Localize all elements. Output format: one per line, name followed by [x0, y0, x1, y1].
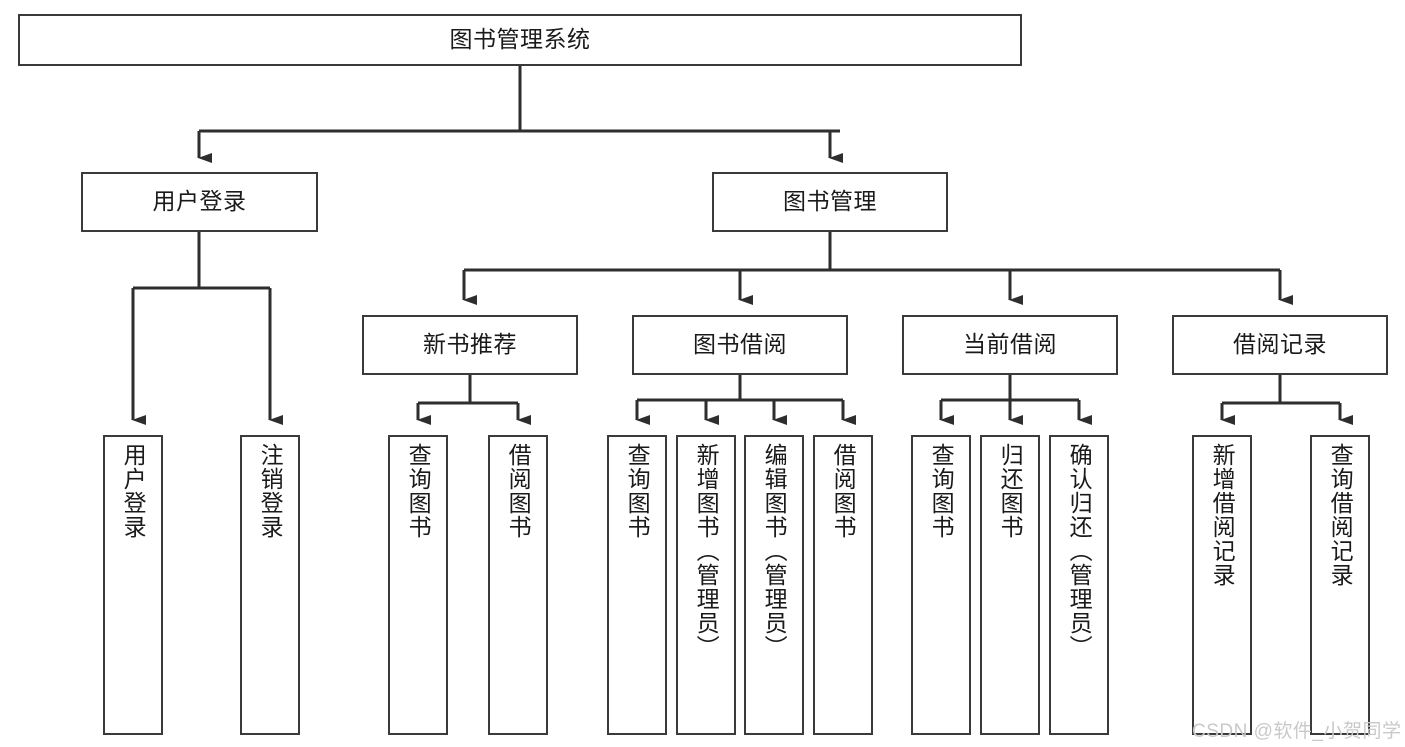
leaf-user-logout[interactable]: 注销登录	[240, 435, 300, 735]
node-borrow-record-label: 借阅记录	[1233, 331, 1327, 358]
leaf-borrow-edit-book-admin[interactable]: 编辑图书（管理员）	[744, 435, 804, 735]
node-new-book-recommend[interactable]: 新书推荐	[362, 315, 578, 375]
leaf-current-query-book-label: 查询图书	[928, 443, 955, 539]
leaf-recommend-borrow-book[interactable]: 借阅图书	[488, 435, 548, 735]
leaf-user-login[interactable]: 用户登录	[103, 435, 163, 735]
node-borrow-record[interactable]: 借阅记录	[1172, 315, 1388, 375]
leaf-recommend-borrow-book-label: 借阅图书	[505, 443, 532, 539]
watermark-text: CSDN @软件_小贺同学	[1192, 721, 1402, 742]
leaf-borrow-borrow-book[interactable]: 借阅图书	[813, 435, 873, 735]
leaf-user-login-label: 用户登录	[120, 443, 147, 539]
node-book-borrow-label: 图书借阅	[693, 331, 787, 358]
leaf-borrow-edit-book-admin-label: 编辑图书（管理员）	[761, 443, 788, 659]
leaf-recommend-query-book-label: 查询图书	[405, 443, 432, 539]
leaf-borrow-query-book[interactable]: 查询图书	[607, 435, 667, 735]
leaf-current-return-book-label: 归还图书	[997, 443, 1024, 539]
leaf-recommend-query-book[interactable]: 查询图书	[388, 435, 448, 735]
leaf-record-add-record[interactable]: 新增借阅记录	[1192, 435, 1252, 735]
leaf-user-logout-label: 注销登录	[257, 443, 284, 539]
leaf-record-query-record[interactable]: 查询借阅记录	[1310, 435, 1370, 735]
leaf-record-add-record-label: 新增借阅记录	[1209, 443, 1236, 587]
leaf-current-confirm-return-admin-label: 确认归还（管理员）	[1066, 443, 1093, 659]
leaf-borrow-add-book-admin[interactable]: 新增图书（管理员）	[676, 435, 736, 735]
leaf-record-query-record-label: 查询借阅记录	[1327, 443, 1354, 587]
node-book-management-label: 图书管理	[783, 188, 877, 215]
node-book-management[interactable]: 图书管理	[712, 172, 948, 232]
node-user-login-label: 用户登录	[152, 188, 247, 215]
leaf-borrow-query-book-label: 查询图书	[624, 443, 651, 539]
node-current-borrow[interactable]: 当前借阅	[902, 315, 1118, 375]
leaf-current-query-book[interactable]: 查询图书	[911, 435, 971, 735]
node-root[interactable]: 图书管理系统	[18, 14, 1022, 66]
node-book-borrow[interactable]: 图书借阅	[632, 315, 848, 375]
node-user-login[interactable]: 用户登录	[81, 172, 318, 232]
node-current-borrow-label: 当前借阅	[963, 331, 1057, 358]
node-root-label: 图书管理系统	[449, 26, 591, 53]
leaf-current-return-book[interactable]: 归还图书	[980, 435, 1040, 735]
node-new-book-recommend-label: 新书推荐	[423, 331, 517, 358]
leaf-borrow-add-book-admin-label: 新增图书（管理员）	[693, 443, 720, 659]
leaf-current-confirm-return-admin[interactable]: 确认归还（管理员）	[1049, 435, 1109, 735]
leaf-borrow-borrow-book-label: 借阅图书	[830, 443, 857, 539]
